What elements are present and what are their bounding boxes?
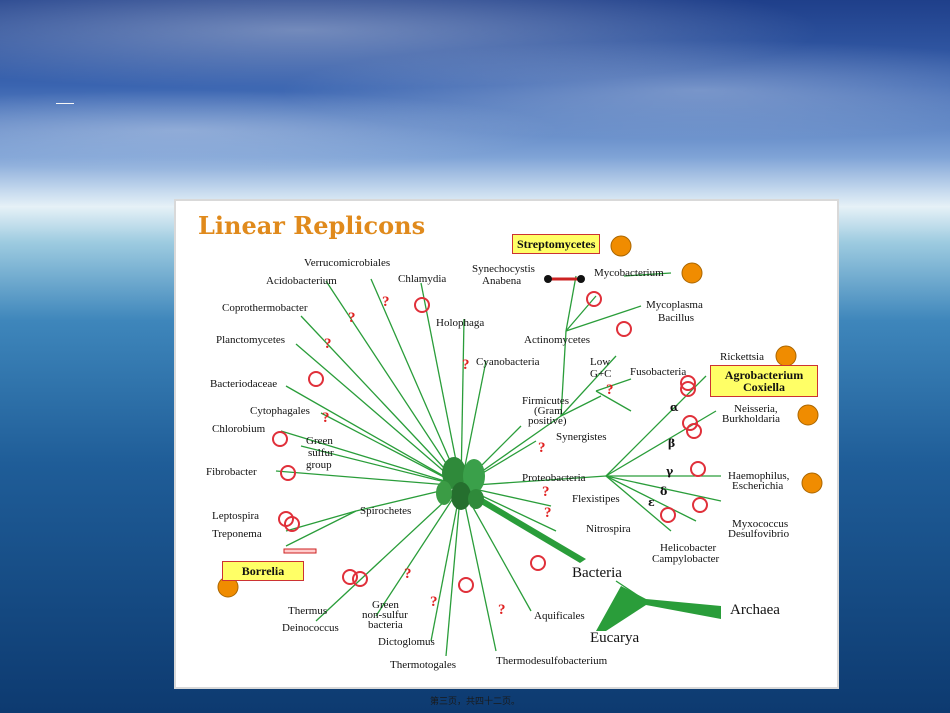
label-positive: positive) [528,415,567,427]
label-neisseria: Neisseria, [734,403,778,415]
question-mark: ? [462,357,470,373]
greek-epsilon: ε [648,496,655,509]
label-green-nonsulfur-1: Green [372,599,399,611]
label-green-nonsulfur-3: bacteria [368,619,403,631]
label-flexistipes: Flexistipes [572,493,620,505]
phylogenetic-tree [217,235,823,657]
bacteria-trunk [476,497,586,563]
question-mark: ? [606,382,614,398]
archaea-eucarya-trunk [596,586,721,631]
label-fusobacteria: Fusobacteria [630,366,687,378]
greek-delta: δ [660,485,668,498]
label-verrucomicrobiales: Verrucomicrobiales [304,257,391,269]
label-eucarya-domain: Eucarya [590,630,640,646]
diagram-panel: Linear Replicons [174,199,839,689]
replicon-dots [217,235,823,598]
label-bacteria-domain: Bacteria [572,565,622,581]
label-archaea-domain: Archaea [730,602,780,618]
label-helicobacter: Helicobacter [660,542,717,554]
circular-replicon-rings [272,291,708,593]
question-mark: ? [544,505,552,521]
box-coxiella: Coxiella [743,380,785,394]
label-treponema: Treponema [212,528,262,540]
greek-gamma: γ [666,465,674,478]
label-deinococcus: Deinococcus [282,622,339,634]
greek-alpha: α [670,401,679,414]
archaea-link [615,580,647,602]
question-mark: ? [430,594,438,610]
label-gram: (Gram [534,405,563,417]
label-synechocystis: Synechocystis [472,263,535,275]
page-footer: 第三页，共四十二页。 [429,697,520,707]
label-bacillus: Bacillus [658,312,695,324]
slide-dash-mark [56,103,74,104]
label-holophaga: Holophaga [436,317,485,329]
label-low: Low [590,356,611,368]
label-green-sulfur-1: Green [306,435,333,447]
label-mycobacterium: Mycobacterium [594,267,664,279]
label-acidobacterium: Acidobacterium [266,275,337,287]
question-mark: ? [348,310,356,326]
label-escherichia: Escherichia [732,480,784,492]
box-streptomycetes: Streptomycetes [512,234,601,254]
label-desulfovibrio: Desulfovibrio [728,528,790,540]
question-mark: ? [542,484,550,500]
label-bacteriodaceae: Bacteriodaceae [210,378,278,390]
label-thermodesulfobacterium: Thermodesulfobacterium [496,655,608,667]
question-mark: ? [538,440,546,456]
diagram-title: Linear Replicons [198,211,426,240]
label-aquificales: Aquificales [534,610,585,622]
label-dictoglomus: Dictoglomus [378,636,435,648]
mycobacterium-link [544,275,585,283]
label-firmicutes: Firmicutes [522,395,570,407]
label-rickettsia: Rickettsia [720,351,764,363]
box-borrelia: Borrelia [222,561,304,581]
label-green-sulfur-3: group [306,459,332,471]
label-coprothermobacter: Coprothermobacter [222,302,308,314]
question-mark: ? [404,566,412,582]
label-cyanobacteria: Cyanobacteria [476,356,540,368]
label-nitrospira: Nitrospira [586,523,631,535]
box-agrobacterium: Agrobacterium [724,368,804,382]
label-campylobacter: Campylobacter [652,553,720,565]
label-burkholdaria: Burkholdaria [722,413,781,425]
label-proteobacteria: Proteobacteria [522,472,586,484]
question-mark: ? [324,336,332,352]
label-myxococcus: Myxococcus [732,518,789,530]
tree-branches [275,272,722,657]
label-chlamydia: Chlamydia [398,273,447,285]
borrelia-link [283,548,317,554]
label-mycoplasma: Mycoplasma [646,299,703,311]
label-green-sulfur-2: sulfur [308,447,334,459]
label-synergistes: Synergistes [556,431,607,443]
label-anabena: Anabena [482,275,522,287]
label-planctomycetes: Planctomycetes [216,334,286,346]
label-gc: G+C [590,368,612,380]
question-mark: ? [382,294,390,310]
question-mark: ? [498,602,506,618]
label-leptospira: Leptospira [212,510,260,522]
greek-beta: β [668,437,676,450]
label-green-nonsulfur-2: non-sulfur [362,609,408,621]
label-haemophilus: Haemophilus, [728,470,790,482]
label-thermotogales: Thermotogales [390,659,456,671]
question-mark: ? [322,410,330,426]
label-fibrobacter: Fibrobacter [206,466,257,478]
label-cytophagales: Cytophagales [250,405,310,417]
label-thermus: Thermus [288,605,328,617]
box-agrobacterium-coxiella: Agrobacterium Coxiella [710,365,818,397]
label-actinomycetes: Actinomycetes [524,334,590,346]
label-chlorobium: Chlorobium [212,423,266,435]
label-spirochetes: Spirochetes [360,505,412,517]
tree-root-leaves [436,457,485,510]
